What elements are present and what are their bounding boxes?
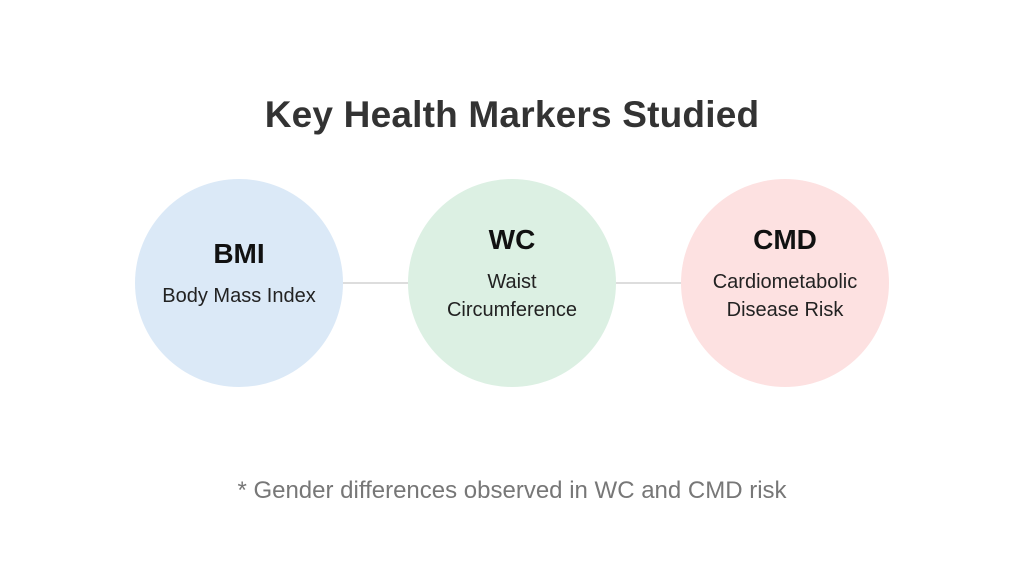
marker-full-wc: Waist Circumference [446, 271, 578, 321]
marker-full-bmi: Body Mass Index [162, 285, 316, 307]
marker-circle-bmi: BMI Body Mass Index [135, 179, 343, 387]
marker-abbr-wc: WC [488, 224, 536, 255]
marker-full-cmd: Cardiometabolic Disease Risk [712, 271, 858, 321]
marker-abbr-bmi: BMI [213, 238, 265, 269]
marker-abbr-cmd: CMD [753, 224, 817, 255]
marker-circle-wc: WC Waist Circumference [408, 179, 616, 387]
footnote: * Gender differences observed in WC and … [237, 477, 787, 504]
marker-circle-cmd: CMD Cardiometabolic Disease Risk [681, 179, 889, 387]
connector-wc-cmd [612, 282, 684, 284]
connector-bmi-wc [340, 282, 412, 284]
slide-title: Key Health Markers Studied [264, 94, 760, 135]
